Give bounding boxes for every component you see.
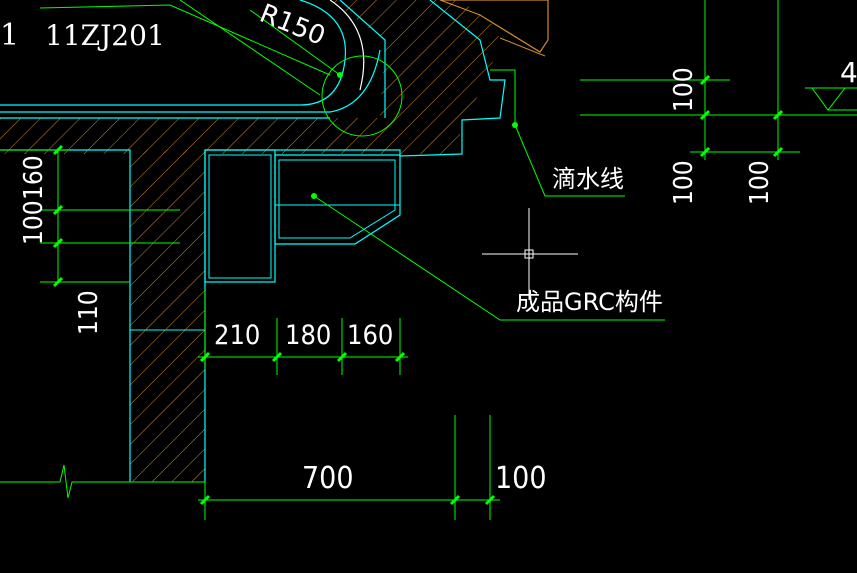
dim-left-110: 110 [74, 290, 104, 335]
dim-180: 180 [285, 320, 331, 351]
gutter-trough [0, 0, 403, 137]
dim-right-100-top: 100 [669, 67, 699, 112]
column-hatch [130, 150, 205, 330]
wall-hatch [130, 330, 205, 482]
slab-hatch [0, 118, 460, 154]
dim-right-100-right: 100 [745, 160, 775, 205]
grc-component [204, 149, 401, 283]
break-line-icon [0, 464, 205, 499]
ref-partial-label: 1 [0, 18, 19, 53]
ref-standard-label: 11ZJ201 [45, 19, 165, 52]
leader-lines [39, 0, 665, 321]
dim-left-160: 160 [19, 155, 49, 200]
drip-line-leader [514, 124, 625, 197]
detail-circle [321, 55, 403, 137]
dim-100-bottom: 100 [495, 461, 547, 496]
dim-210: 210 [214, 320, 260, 351]
top-board [439, 0, 549, 53]
level-mark-label: 4 [840, 56, 857, 89]
drip-line-label: 滴水线 [552, 165, 624, 193]
dim-700: 700 [302, 461, 354, 496]
grc-leader [313, 195, 665, 321]
dimension-ticks [52, 74, 784, 506]
concrete-slab [0, 0, 549, 482]
grc-component-label: 成品GRC构件 [516, 288, 663, 316]
crosshair-icon [482, 208, 578, 300]
elevation-triangle-icon [805, 87, 857, 111]
dim-160: 160 [347, 320, 393, 351]
dimension-lines [0, 0, 857, 520]
dim-left-100: 100 [19, 200, 49, 245]
dim-right-100-mid: 100 [669, 160, 699, 205]
